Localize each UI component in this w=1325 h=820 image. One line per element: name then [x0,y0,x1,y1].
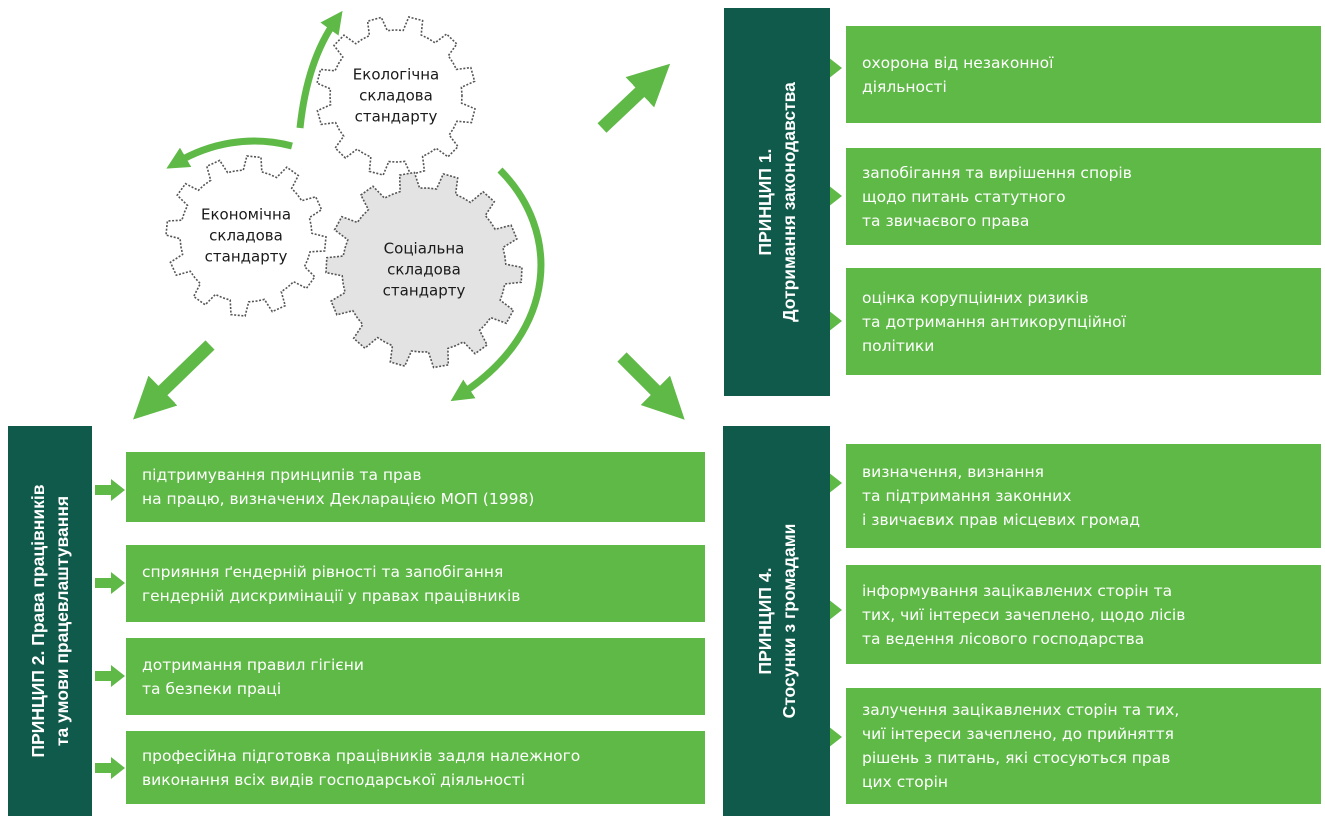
principle-2-item-1-text: підтримування принципів та прав на працю… [142,466,535,508]
gear-social-icon [325,171,523,369]
principle-4-name: Стосунки з громадами [778,523,799,719]
arrow-to-principle4 [617,352,685,420]
gear-economic-label: Економічна складова стандарту [200,205,292,266]
principle-2-bar: ПРИНЦИП 2. Права працівників та умови пр… [8,426,92,816]
principle-2-item-2-text: сприяння ґендерній рівності та запобіган… [142,562,521,605]
principle-4-item-2-text: інформування зацікавлених сторін та тих,… [862,581,1186,648]
principle-1-item-2-text: запобігання та вирішення спорів щодо пит… [862,163,1132,230]
principle-4-item-1: визначення, визнання та підтримання зако… [846,444,1321,548]
principle-4-title: ПРИНЦИП 4. Стосунки з громадами [753,524,801,719]
principle-2-item-4: професійна підготовка працівників задля … [126,731,705,804]
connector-arrow-p2-3 [95,665,125,687]
principle-4-number: ПРИНЦИП 4. [754,567,775,675]
gear-social-label: Соціальна складова стандарту [382,239,466,300]
principle-1-number: ПРИНЦИП 1. [755,148,775,256]
cycle-arrow-left [166,137,293,169]
arrow-to-principle2 [133,340,215,420]
principle-1-item-1-text: охорона від незаконної діяльності [862,53,1054,96]
principle-4-item-2: інформування зацікавлених сторін та тих,… [846,565,1321,664]
principle-4-bar: ПРИНЦИП 4. Стосунки з громадами [723,426,830,816]
cycle-arrow-down [450,167,545,402]
gear-ecological-label: Екологічна складова стандарту [352,65,440,126]
connector-arrow-p2-1 [95,479,125,501]
principle-2-title: ПРИНЦИП 2. Права працівників та умови пр… [26,485,74,758]
cycle-arrow-up [296,10,343,129]
principle-2-item-3: дотримання правил гігієни та безпеки пра… [126,638,705,715]
principle-2-item-2: сприяння ґендерній рівності та запобіган… [126,545,705,622]
principle-1-item-3-text: оцінка корупціиних ризиків та дотримання… [862,288,1126,355]
principle-4-item-1-text: визначення, визнання та підтримання зако… [862,463,1140,529]
arrow-to-principle1 [597,63,671,133]
principle-1-name: Дотримання законодавства [779,82,799,322]
principle-4-item-3: залучення зацікавлених сторін та тих, чи… [846,688,1321,804]
connector-arrow-p2-4 [95,757,125,779]
principle-2-item-3-text: дотримання правил гігієни та безпеки пра… [142,655,364,698]
connector-arrow-p2-2 [95,572,125,594]
principle-1-bar: ПРИНЦИП 1. Дотримання законодавства [724,8,830,396]
principle-1-item-2: запобігання та вирішення спорів щодо пит… [846,148,1321,245]
principle-4-item-3-text: залучення зацікавлених сторін та тих, чи… [862,701,1180,791]
principle-1-item-3: оцінка корупціиних ризиків та дотримання… [846,268,1321,375]
principle-1-title: ПРИНЦИП 1. Дотримання законодавства [753,82,801,322]
gear-ecological-icon [316,16,476,176]
gear-economic-icon [165,155,327,317]
principle-2-item-1: підтримування принципів та прав на працю… [126,452,705,522]
principle-2-name: та умови працевлаштування [52,495,72,747]
principle-1-item-1: охорона від незаконної діяльності [846,26,1321,123]
principle-2-item-4-text: професійна підготовка працівників задля … [142,746,581,789]
principle-2-number: ПРИНЦИП 2. Права працівників [28,484,48,758]
